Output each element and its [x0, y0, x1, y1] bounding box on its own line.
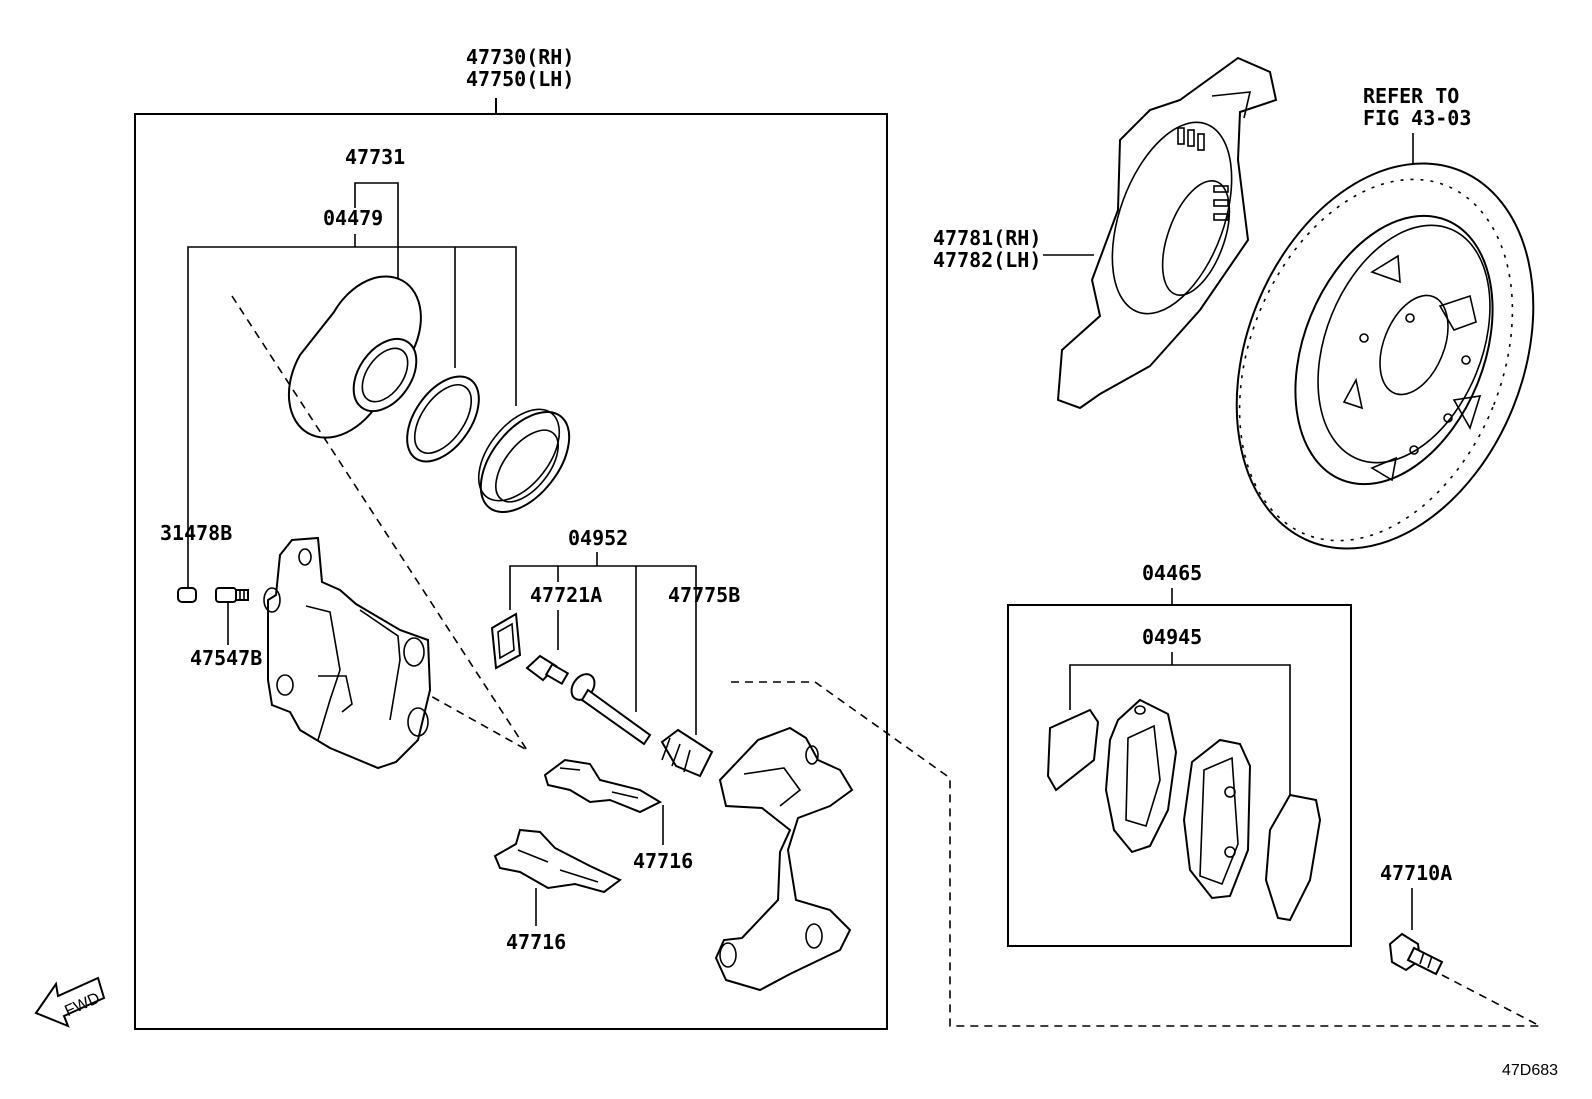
brake-pad-b-part	[1182, 738, 1252, 900]
label-pad-kit[interactable]: 04465	[1142, 561, 1202, 585]
caliper-assembly-box	[134, 113, 888, 1030]
label-bolt[interactable]: 47710A	[1380, 861, 1452, 885]
piston-part	[287, 275, 422, 439]
mounting-bracket-part	[714, 726, 854, 992]
disc-dust-cover-part	[1056, 56, 1278, 410]
grease-packet-part	[490, 612, 522, 670]
diagram-id: 47D683	[1502, 1062, 1558, 1079]
label-cover-rh[interactable]: 47781(RH)	[933, 226, 1041, 250]
label-caliper-lh[interactable]: 47750(LH)	[466, 67, 574, 91]
label-pad-set[interactable]: 04945	[1142, 625, 1202, 649]
label-pin-bolt[interactable]: 47721A	[530, 583, 602, 607]
slide-pin-part	[570, 673, 652, 746]
label-cover-lh[interactable]: 47782(LH)	[933, 248, 1041, 272]
brake-disc-part	[1235, 162, 1535, 550]
anti-squeal-shim-a-part	[1046, 708, 1100, 792]
bleeder-cap-part	[177, 587, 197, 603]
label-clip-b[interactable]: 47716	[506, 930, 566, 954]
label-piston[interactable]: 47731	[345, 145, 405, 169]
label-clip-a[interactable]: 47716	[633, 849, 693, 873]
fwd-arrow-icon: FWD	[34, 976, 106, 1028]
caliper-mount-bolt-part	[1388, 932, 1444, 976]
label-refer-1[interactable]: REFER TO	[1363, 84, 1459, 108]
piston-seal-part	[406, 375, 480, 463]
label-bleeder[interactable]: 47547B	[190, 646, 262, 670]
label-caliper-rh[interactable]: 47730(RH)	[466, 45, 574, 69]
label-cap[interactable]: 31478B	[160, 521, 232, 545]
label-piston-kit[interactable]: 04479	[323, 206, 383, 230]
label-refer-2[interactable]: FIG 43-03	[1363, 106, 1471, 130]
dust-boot-part	[477, 408, 571, 514]
label-cylinder-kit[interactable]: 04952	[568, 526, 628, 550]
pad-kit-box	[1007, 604, 1352, 947]
caliper-body-part	[263, 536, 432, 770]
pin-bolt-part	[525, 654, 570, 686]
slide-pin-boot-part	[660, 728, 714, 778]
label-slide-pin[interactable]: 47775B	[668, 583, 740, 607]
brake-pad-a-part	[1104, 698, 1178, 854]
bleeder-screw-part	[215, 587, 249, 603]
anti-squeal-shim-b-part	[1264, 793, 1322, 922]
anti-rattle-clip-a-part	[543, 758, 663, 814]
anti-rattle-clip-b-part	[493, 828, 622, 894]
